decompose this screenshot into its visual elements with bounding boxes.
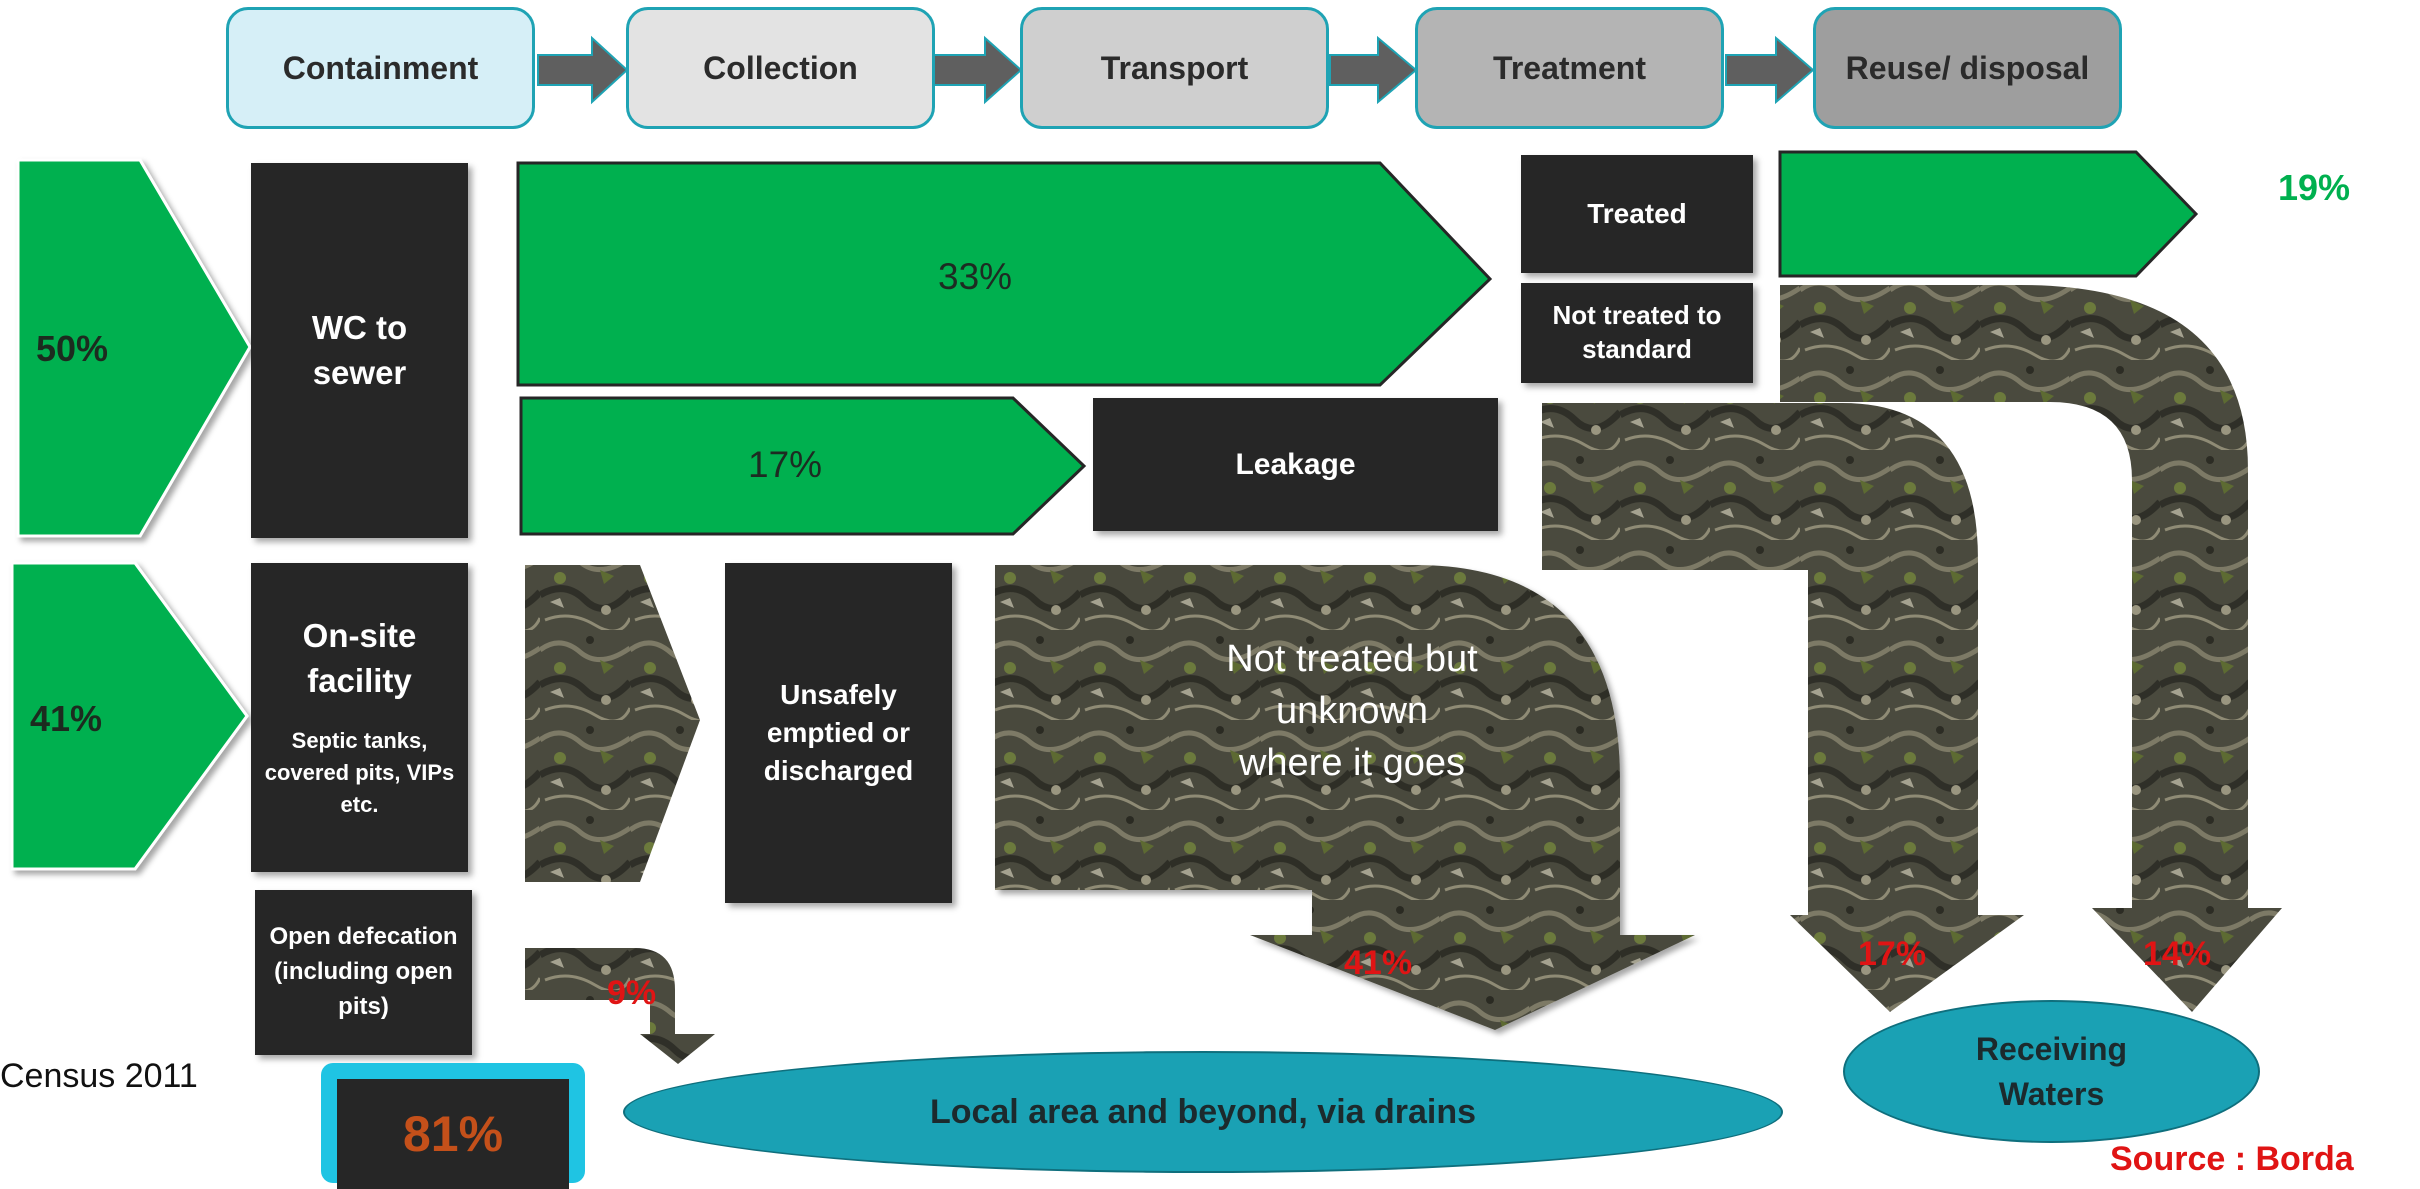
leakage-bend-arrow: [1780, 285, 2282, 1012]
sewer-collected-pct: 33%: [938, 256, 1013, 297]
onsite-share-arrow: [10, 561, 249, 871]
reuse-pct: 19%: [2278, 167, 2351, 208]
stage-arrow-3: [1329, 35, 1418, 105]
onsite-facility-box: On-site facility Septic tanks, covered p…: [251, 563, 468, 872]
stage-arrow-4: [1725, 35, 1815, 105]
local-area-label: Local area and beyond, via drains: [929, 1092, 1477, 1131]
stage-treatment: Treatment: [1415, 7, 1724, 129]
onsite-facility-title: On-site facility: [302, 617, 417, 699]
not-treated-standard-label: Not treated to standard: [1552, 300, 1722, 364]
source-label: Source : Borda: [2110, 1140, 2354, 1178]
sewer-share-pct: 50%: [36, 328, 109, 369]
receiving-waters-destination: Receiving Waters: [1843, 1000, 2260, 1143]
stage-arrow-1: [537, 35, 629, 105]
open-defecation-flow-pct: 9%: [607, 974, 657, 1012]
sewer-share-arrow: [16, 158, 252, 538]
open-defecation-box: Open defecation (including open pits): [255, 890, 472, 1055]
sewer-leak-arrow: [519, 396, 1087, 536]
open-defecation-small-arrow: [525, 948, 715, 1064]
stage-reuse-disposal: Reuse/ disposal: [1813, 7, 2122, 129]
stage-collection: Collection: [626, 7, 935, 129]
treated-label: Treated: [1587, 198, 1687, 229]
not-treated-unknown-label: Not treated but unknown where it goes: [1226, 638, 1478, 785]
local-area-destination: Local area and beyond, via drains: [623, 1051, 1783, 1173]
leakage-label: Leakage: [1235, 447, 1356, 481]
open-defecation-label: Open defecation (including open pits): [269, 923, 458, 1020]
unsafely-emptied-label: Unsafely emptied or discharged: [763, 679, 914, 786]
unsafely-emptied-box: Unsafely emptied or discharged: [725, 563, 952, 903]
leakage-box: Leakage: [1093, 398, 1498, 531]
sewer-collected-arrow: [516, 161, 1493, 387]
untreated-bend-arrow: [1542, 403, 2024, 1012]
stage-transport: Transport: [1020, 7, 1329, 129]
untreated-flow-pct: 17%: [1858, 935, 1927, 973]
treated-box: Treated: [1521, 155, 1753, 273]
local-area-bend-arrow: [995, 565, 1695, 1030]
stage-arrow-2: [933, 35, 1023, 105]
not-treated-standard-box: Not treated to standard: [1521, 283, 1753, 383]
total-pct-value: 81%: [402, 1106, 504, 1162]
receiving-waters-label: Receiving Waters: [1975, 1030, 2128, 1112]
census-label: Census 2011: [0, 1057, 198, 1095]
wc-to-sewer-box: WC to sewer: [251, 163, 468, 538]
sewer-leak-pct: 17%: [748, 444, 823, 485]
leakage-flow-pct: 14%: [2143, 935, 2212, 973]
onsite-outflow-chevron: [525, 565, 700, 882]
total-pct-box: 81%: [337, 1079, 569, 1189]
wc-to-sewer-label: WC to sewer: [311, 308, 408, 391]
onsite-facility-detail: Septic tanks, covered pits, VIPs etc.: [264, 728, 455, 817]
total-pct-frame: 81%: [321, 1063, 585, 1189]
stage-containment: Containment: [226, 7, 535, 129]
onsite-share-pct: 41%: [30, 698, 103, 739]
local-area-flow-pct: 41%: [1344, 944, 1413, 982]
stage-connector-arrows: [537, 35, 1815, 105]
reuse-arrow: [1778, 150, 2199, 278]
